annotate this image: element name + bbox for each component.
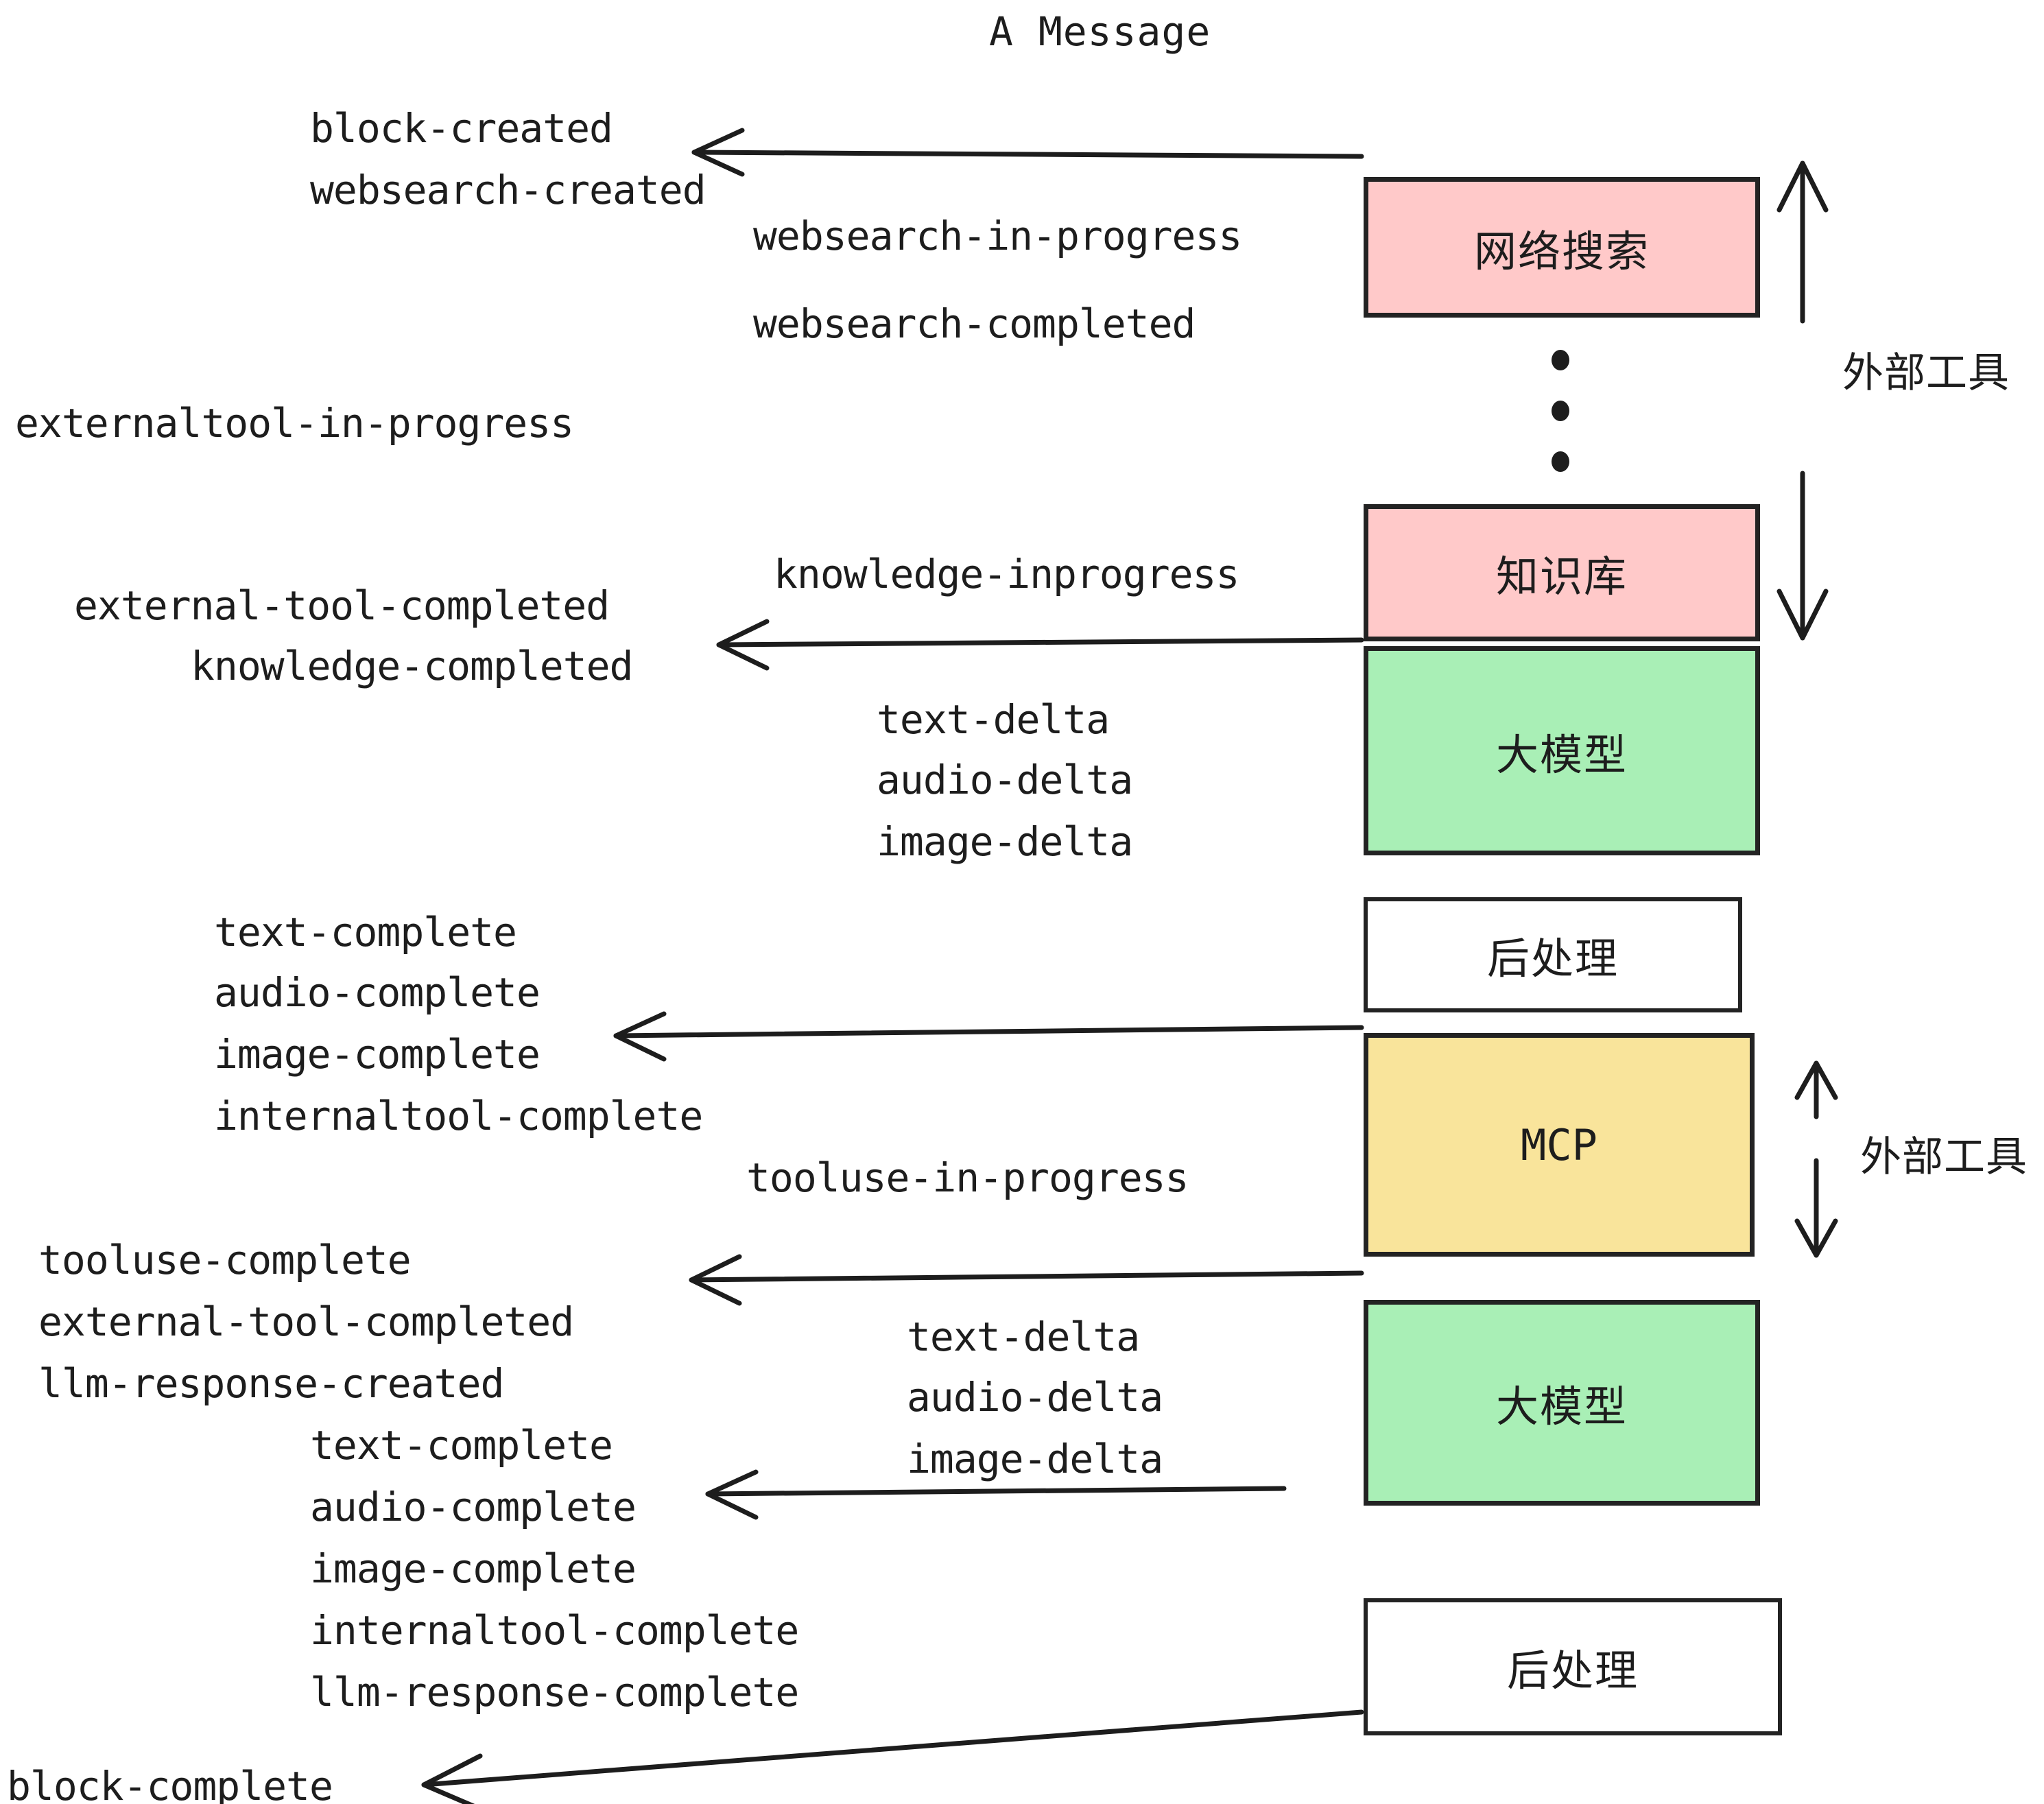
node-mcp: MCP xyxy=(1364,1033,1755,1257)
event-text-delta-1: text-delta xyxy=(877,696,1110,743)
event-block-complete: block-complete xyxy=(7,1763,333,1804)
ellipsis-dot xyxy=(1552,451,1569,472)
block-created-arrow xyxy=(691,128,1364,177)
event-llm-response-complete: llm-response-complete xyxy=(310,1669,799,1716)
event-image-delta-1: image-delta xyxy=(877,818,1133,865)
event-internaltool-complete-1: internaltool-complete xyxy=(214,1093,703,1139)
event-image-complete-2: image-complete xyxy=(310,1545,637,1592)
image-complete-arrow xyxy=(613,1011,1364,1062)
node-mcp-label: MCP xyxy=(1521,1119,1597,1170)
event-websearch-completed: websearch-completed xyxy=(753,300,1196,347)
event-audio-delta-1: audio-delta xyxy=(877,757,1133,803)
node-llm-second: 大模型 xyxy=(1364,1300,1760,1506)
event-external-tool-completed-1: external-tool-completed xyxy=(74,582,610,629)
event-externaltool-in-progress: externaltool-in-progress xyxy=(15,400,574,447)
node-postprocess-first-label: 后处理 xyxy=(1486,934,1619,984)
event-text-complete-1: text-complete xyxy=(214,909,517,956)
node-llm-second-label: 大模型 xyxy=(1495,1381,1628,1432)
external-tool-up-arrow-top xyxy=(1776,161,1829,324)
node-postprocess-first: 后处理 xyxy=(1364,897,1742,1012)
event-tooluse-in-progress: tooluse-in-progress xyxy=(746,1154,1189,1201)
external-tool-label-top: 外部工具 xyxy=(1842,349,2010,397)
event-image-delta-2: image-delta xyxy=(907,1436,1163,1482)
node-llm-first-label: 大模型 xyxy=(1495,729,1628,780)
tooluse-complete-arrow xyxy=(689,1254,1364,1306)
event-block-created: block-created xyxy=(310,105,613,152)
event-text-complete-2: text-complete xyxy=(310,1422,613,1469)
external-tool-label-bottom: 外部工具 xyxy=(1860,1133,2028,1181)
external-tool-down-arrow-top xyxy=(1776,471,1829,641)
node-knowledge-base: 知识库 xyxy=(1364,504,1760,641)
node-llm-first: 大模型 xyxy=(1364,646,1760,855)
external-tool-down-arrow-bottom xyxy=(1794,1158,1838,1258)
event-knowledge-inprogress: knowledge-inprogress xyxy=(774,551,1239,597)
node-postprocess-second: 后处理 xyxy=(1364,1598,1782,1735)
event-image-complete-1: image-complete xyxy=(214,1031,540,1078)
ellipsis-dot xyxy=(1552,350,1569,370)
event-websearch-created: websearch-created xyxy=(310,167,706,213)
event-audio-complete-2: audio-complete xyxy=(310,1484,637,1530)
knowledge-completed-arrow xyxy=(716,619,1364,671)
block-complete-arrow xyxy=(421,1709,1364,1804)
event-knowledge-completed: knowledge-completed xyxy=(191,643,633,689)
event-audio-complete-1: audio-complete xyxy=(214,969,540,1016)
event-tooluse-complete: tooluse-complete xyxy=(38,1237,412,1283)
event-audio-delta-2: audio-delta xyxy=(907,1374,1163,1421)
event-external-tool-completed-2: external-tool-completed xyxy=(38,1298,574,1345)
node-websearch-label: 网络搜索 xyxy=(1473,226,1650,276)
page-title: A Message xyxy=(989,8,1211,55)
event-websearch-in-progress: websearch-in-progress xyxy=(753,213,1242,259)
event-llm-response-created: llm-response-created xyxy=(38,1360,504,1407)
node-postprocess-second-label: 后处理 xyxy=(1506,1646,1639,1696)
external-tool-up-arrow-bottom xyxy=(1794,1060,1838,1119)
ellipsis-dot xyxy=(1552,401,1569,421)
event-text-delta-2: text-delta xyxy=(907,1314,1140,1360)
event-internaltool-complete-2: internaltool-complete xyxy=(310,1607,799,1654)
node-knowledge-base-label: 知识库 xyxy=(1495,551,1628,602)
node-websearch: 网络搜索 xyxy=(1364,177,1760,318)
